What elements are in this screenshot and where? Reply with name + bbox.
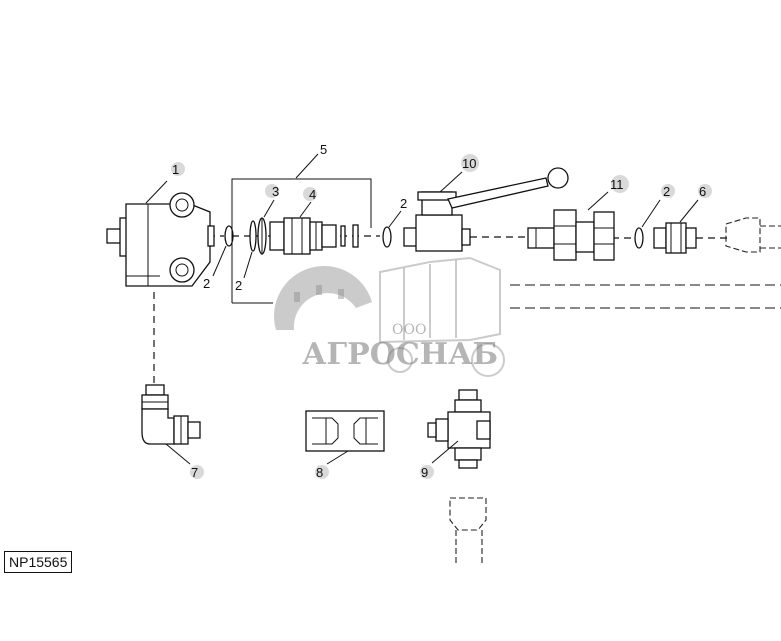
reference-code-label: NP15565 [4,551,73,573]
callout-4: 4 [309,187,316,202]
callouts: 1 2 2 3 4 5 2 10 11 2 6 [145,142,712,480]
callout-1: 1 [172,162,179,177]
part-11-adapter [527,209,615,261]
part-3-washer [257,217,267,255]
callout-5: 5 [320,142,327,157]
part-5-kit-frame [231,178,372,304]
callout-9: 9 [421,465,428,480]
callout-2-a: 2 [203,276,210,291]
callout-3: 3 [272,184,279,199]
callout-11: 11 [610,177,624,192]
callout-7: 7 [191,465,198,480]
callout-6: 6 [699,184,706,199]
watermark-brand-text: АГРОСНАБ [302,337,498,372]
callout-2-b: 2 [235,278,242,293]
callout-2-c: 2 [400,196,407,211]
callout-8: 8 [316,465,323,480]
watermark-small-text: ООО [392,322,426,338]
part-8-connector [305,410,385,452]
watermark-logo: ООО АГРОСНАБ [274,256,505,377]
part-4-cartridge [269,217,359,255]
part-10-ball-valve [403,167,569,252]
part-1-valve-block [106,192,215,287]
part-7-elbow [141,384,201,445]
part-6-union [653,222,697,254]
hose-end-reference [725,217,781,253]
hose-below-reference [449,497,487,565]
callout-2-d: 2 [663,184,670,199]
part-9-tee [427,389,491,469]
callout-10: 10 [462,156,476,171]
o-ring-seals [224,220,644,252]
